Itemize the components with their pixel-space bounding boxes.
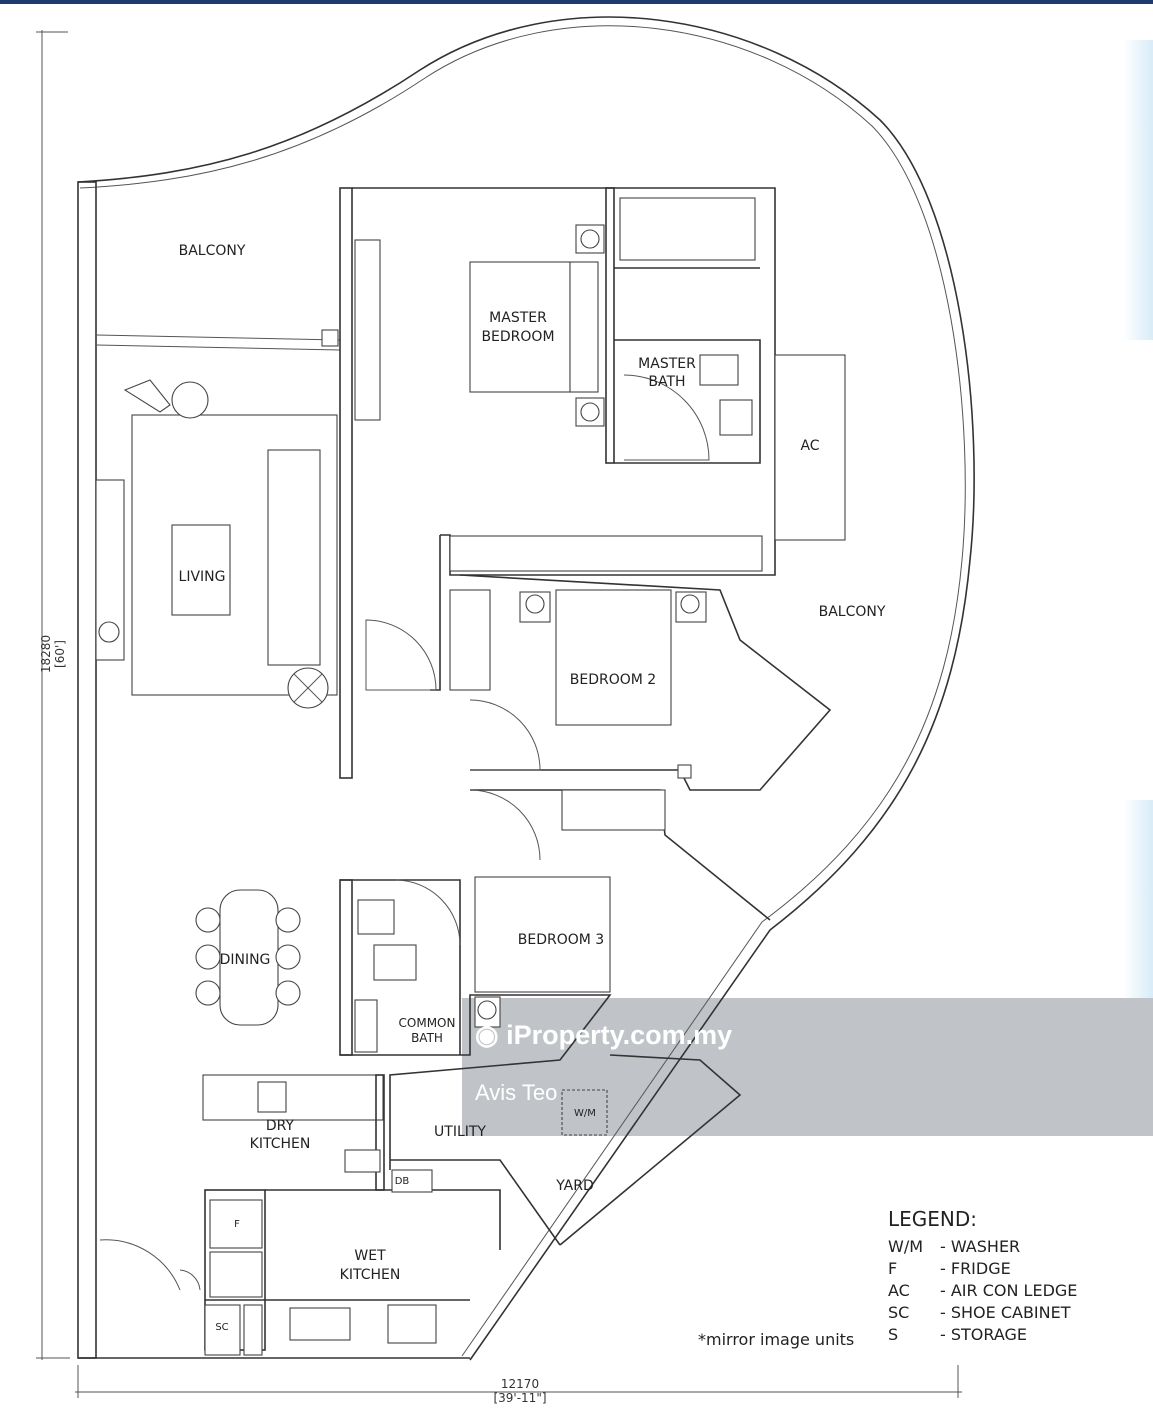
doors [99, 374, 710, 1291]
legend-item: F - FRIDGE [888, 1258, 1077, 1280]
watermark-band [462, 998, 1153, 1136]
legend-key: S [888, 1325, 899, 1344]
watermark-logo: ◉ iProperty.com.my [475, 1020, 732, 1051]
legend-desc: - STORAGE [940, 1325, 1028, 1344]
balcony-outline [77, 16, 975, 1361]
label-common-bath-2: BATH [411, 1031, 443, 1045]
walls [77, 181, 846, 1359]
label-balcony-right: BALCONY [819, 604, 886, 620]
legend-title: LEGEND: [888, 1207, 978, 1231]
legend-item: S - STORAGE [888, 1324, 1077, 1346]
width-dimension: 12170 [39'-11"] [470, 1377, 570, 1405]
top-bar [0, 0, 1153, 4]
label-dining: DINING [220, 952, 271, 968]
label-wet-kitchen-2: KITCHEN [340, 1267, 401, 1283]
label-dry-kitchen-2: KITCHEN [250, 1136, 311, 1152]
label-yard: YARD [555, 1178, 594, 1194]
label-fridge: F [234, 1219, 240, 1230]
label-db: DB [395, 1176, 410, 1187]
label-master-bedroom-1: MASTER [489, 310, 547, 326]
legend-desc: - WASHER [940, 1237, 1021, 1256]
legend-item: AC - AIR CON LEDGE [888, 1280, 1077, 1302]
legend-key: W/M [888, 1237, 924, 1256]
legend-key: F [888, 1259, 898, 1278]
room-labels: BALCONY MASTER BEDROOM MASTER BATH AC LI… [179, 243, 886, 1333]
legend-item: W/M - WASHER [888, 1236, 1077, 1258]
legend-key: AC [888, 1281, 910, 1300]
legend-desc: - AIR CON LEDGE [940, 1281, 1078, 1300]
label-living: LIVING [179, 569, 226, 585]
label-master-bath-2: BATH [648, 374, 685, 390]
label-balcony-top: BALCONY [179, 243, 246, 259]
width-mm: 12170 [500, 1377, 540, 1391]
watermark-agent: Avis Teo [475, 1080, 558, 1105]
dimension-lines [36, 30, 962, 1398]
label-dry-kitchen-1: DRY [266, 1118, 295, 1134]
legend-key: SC [888, 1303, 910, 1322]
height-mm: 18280 [39, 634, 53, 674]
label-wet-kitchen-1: WET [354, 1248, 386, 1264]
label-master-bedroom-2: BEDROOM [481, 329, 554, 345]
height-dimension: 18280 [60'] [39, 599, 67, 709]
furniture [95, 197, 763, 1356]
height-ft: [60'] [53, 640, 67, 668]
label-utility: UTILITY [434, 1124, 486, 1140]
label-bedroom-2: BEDROOM 2 [570, 672, 656, 688]
legend-desc: - FRIDGE [940, 1259, 1011, 1278]
mirror-note: *mirror image units [698, 1330, 855, 1349]
label-ac: AC [800, 438, 819, 454]
label-common-bath-1: COMMON [399, 1016, 456, 1030]
location-pin-icon: ◉ [475, 1020, 499, 1050]
label-wm: W/M [574, 1108, 596, 1119]
background-glow [1123, 40, 1153, 340]
legend-item: SC - SHOE CABINET [888, 1302, 1077, 1324]
watermark-site: iProperty.com.my [506, 1020, 733, 1050]
legend-desc: - SHOE CABINET [940, 1303, 1071, 1322]
label-master-bath-1: MASTER [638, 356, 696, 372]
legend: LEGEND: W/M - WASHER F - FRIDGE AC - AIR CO… [888, 1208, 1077, 1346]
label-bedroom-3: BEDROOM 3 [518, 932, 604, 948]
width-ft: [39'-11"] [493, 1391, 547, 1405]
label-sc: SC [215, 1322, 228, 1333]
